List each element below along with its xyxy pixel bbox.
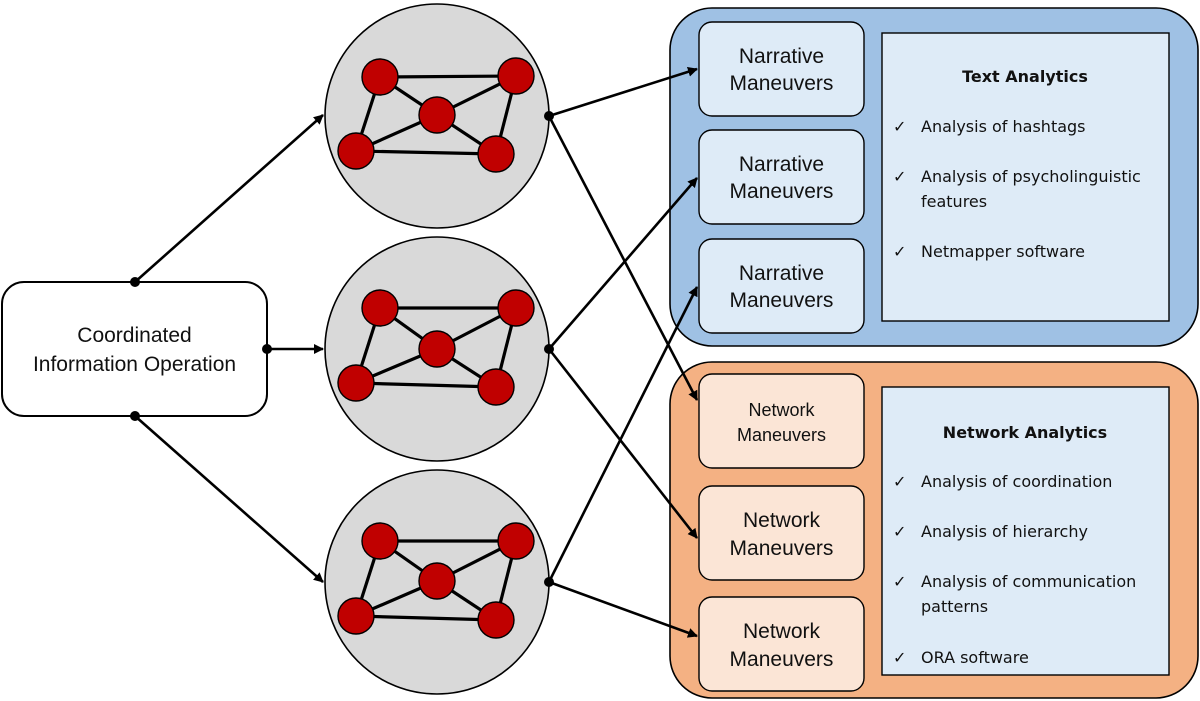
network-node [337,364,375,402]
network-node [418,330,456,368]
network-node [477,135,515,173]
network-edge [355,381,497,389]
narrative-maneuver-box-2 [698,129,865,225]
network-analytics-title: Network Analytics [943,423,1107,442]
source-label-line1: Coordinated [77,324,191,347]
cluster-3 [324,469,550,695]
narrative-maneuver-label: Maneuvers [730,289,834,312]
network-analytics-item: ORA software [921,648,1029,667]
narrative-maneuver-box-1 [698,21,865,117]
cluster-2 [324,236,550,462]
check-icon: ✓ [893,117,906,136]
network-analytics-item: Analysis of communication [921,572,1136,591]
flow-arrow [547,115,699,401]
network-node [477,601,515,639]
network-node [361,289,399,327]
network-maneuver-label: Maneuvers [730,648,834,671]
narrative-maneuver-label: Narrative [739,153,824,176]
network-maneuver-label: Network [743,620,821,643]
check-icon: ✓ [893,472,906,491]
text-analytics-item: features [921,192,987,211]
network-node [418,96,456,134]
network-node [497,289,535,327]
text-analytics-item: Analysis of psycholinguistic [921,167,1141,186]
flow-arrow [134,114,324,283]
flow-arrow [134,415,324,583]
network-maneuver-label: Maneuvers [730,537,834,560]
text-analytics-item: Analysis of hashtags [921,117,1086,136]
network-node [361,58,399,96]
network-node [361,522,399,560]
narrative-maneuver-box-3 [698,238,865,334]
connectors [130,66,699,638]
flow-arrow [548,580,698,638]
network-edge [355,614,497,622]
text-analytics-title: Text Analytics [962,67,1088,86]
network-node [497,57,535,95]
narrative-maneuver-label: Narrative [739,262,824,285]
network-maneuver-label: Network [743,509,821,532]
flow-arrow [548,177,698,350]
network-analytics-detail-box [881,386,1170,676]
connector-dot [130,411,140,421]
network-node [418,562,456,600]
narrative-maneuver-label: Narrative [739,45,824,68]
connector-dot [544,344,554,354]
network-node [477,368,515,406]
text-analytics-item: Netmapper software [921,242,1085,261]
network-node [337,132,375,170]
source-label-line2: Information Operation [33,353,236,376]
check-icon: ✓ [893,167,906,186]
clusters [324,3,550,695]
narrative-maneuver-label: Maneuvers [730,72,834,95]
source-box [1,281,268,417]
check-icon: ✓ [893,522,906,541]
network-node [497,522,535,560]
network-analytics-item: patterns [921,597,988,616]
connector-dot [544,577,554,587]
check-icon: ✓ [893,648,906,667]
flow-arrow [547,348,699,539]
connector-dot [544,111,554,121]
network-maneuver-label: Maneuvers [737,425,826,445]
network-edge [355,149,497,156]
check-icon: ✓ [893,242,906,261]
narrative-maneuver-label: Maneuvers [730,180,834,203]
check-icon: ✓ [893,572,906,591]
network-edge [379,74,517,79]
flow-arrow [548,66,698,118]
cluster-1 [324,3,550,229]
network-analytics-item: Analysis of hierarchy [921,522,1088,541]
connector-dot [262,344,272,354]
network-maneuver-label: Network [748,400,815,420]
network-analytics-item: Analysis of coordination [921,472,1112,491]
network-maneuver-box-2 [698,485,865,581]
network-maneuver-box-1 [698,373,865,469]
text-analytics-detail-box [881,32,1170,322]
network-node [337,597,375,635]
network-maneuver-box-3 [698,596,865,692]
connector-dot [130,277,140,287]
flow-arrow [547,286,699,583]
